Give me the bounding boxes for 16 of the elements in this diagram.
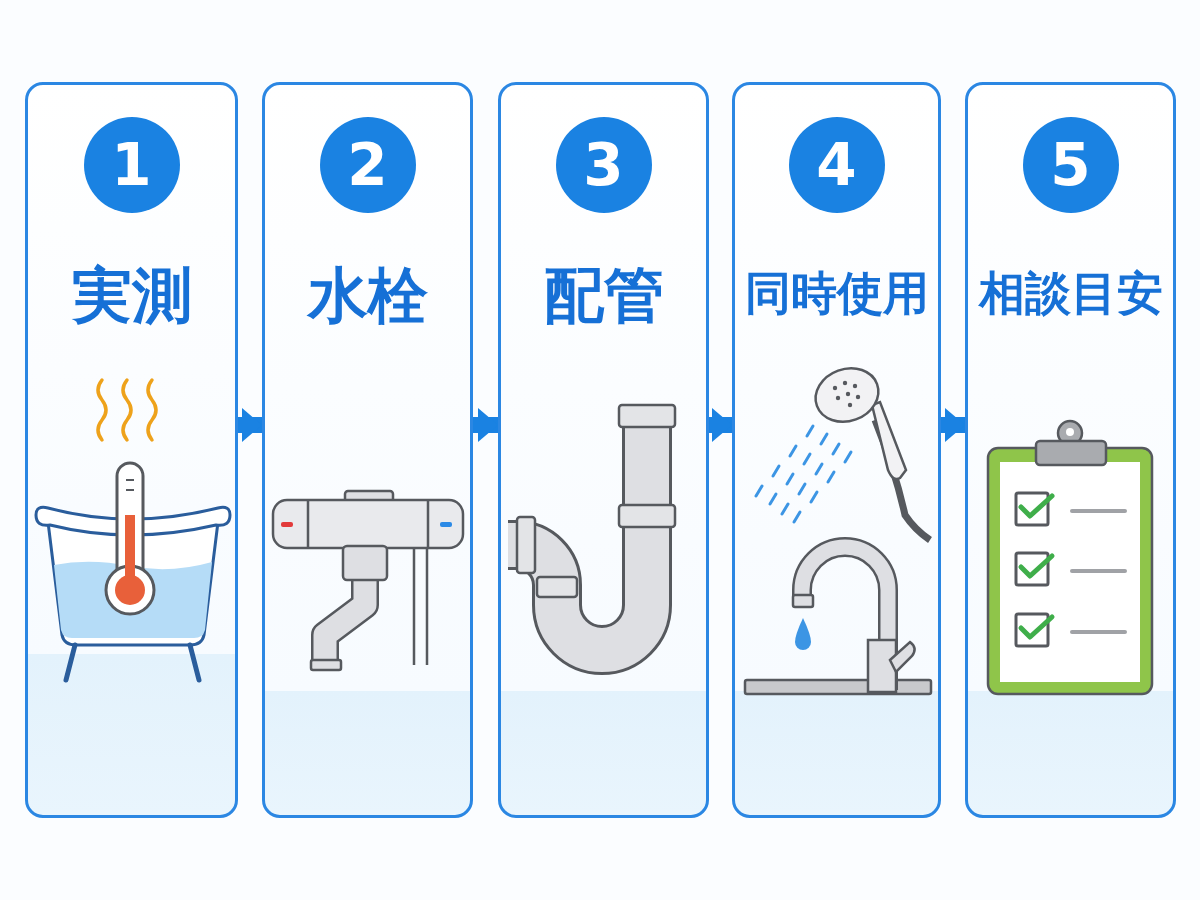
arrow bbox=[473, 408, 498, 442]
step-card bbox=[732, 82, 941, 818]
step-title: 水栓 bbox=[306, 259, 429, 332]
step-card bbox=[262, 82, 473, 818]
number-badge: 5 bbox=[1022, 117, 1119, 213]
number-badge: 2 bbox=[319, 117, 416, 213]
arrow bbox=[238, 408, 262, 442]
step-title: 相談目安 bbox=[977, 265, 1164, 322]
arrow bbox=[709, 408, 732, 442]
step-title: 実測 bbox=[70, 259, 193, 332]
number-badge: 4 bbox=[788, 117, 885, 213]
number-badge: 1 bbox=[83, 117, 180, 213]
step-title: 同時使用 bbox=[743, 265, 930, 322]
arrow bbox=[941, 408, 965, 442]
number-badge: 3 bbox=[555, 117, 652, 213]
step-title: 配管 bbox=[542, 259, 665, 332]
